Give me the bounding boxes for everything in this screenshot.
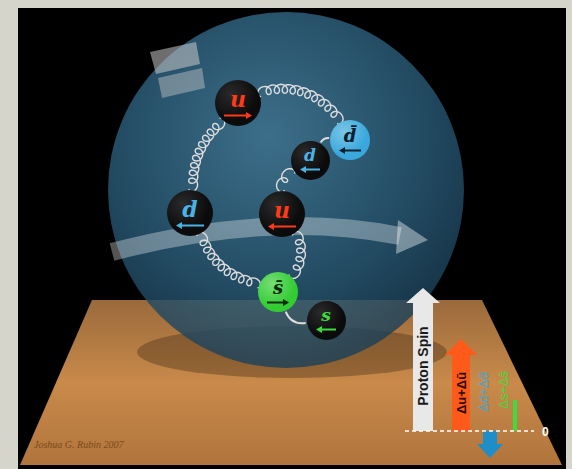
up-quark-arrowhead	[445, 339, 477, 355]
proton-spin-arrowhead	[406, 288, 440, 303]
spin-label: Δs+Δs̄	[497, 371, 510, 409]
spin-arrow	[339, 147, 361, 154]
quark-circle: d	[167, 190, 213, 236]
quark-circle: d̄	[330, 120, 370, 160]
quark-label: s̄	[273, 279, 283, 297]
quark-label: u	[274, 199, 290, 221]
quark-circle: d	[291, 141, 330, 180]
down-quark-arrowhead	[477, 444, 503, 458]
gluon-spring	[258, 84, 343, 124]
rotation-arrowhead	[396, 220, 428, 254]
quark-circle: u	[215, 80, 261, 126]
rotation-band	[112, 226, 400, 252]
up-quark-arrow	[452, 354, 470, 431]
quark-label: d	[304, 147, 316, 164]
gluon-spring	[277, 169, 296, 192]
spin-arrow	[176, 222, 204, 229]
quark-label: u	[230, 88, 246, 110]
spin-label: Δu+Δū	[455, 372, 468, 414]
quark-circle: s̄	[258, 272, 298, 312]
gluon-spring	[197, 232, 260, 288]
gluon-spring	[289, 231, 306, 278]
spin-arrow	[224, 112, 252, 119]
spin-arrow	[268, 223, 296, 230]
quark-label: s	[321, 307, 331, 324]
sphere-highlight	[158, 68, 205, 98]
spin-arrow	[316, 326, 336, 333]
proton-sphere	[108, 12, 464, 368]
black-panel	[18, 8, 566, 469]
strange-quark-bar	[513, 400, 517, 431]
proton-spin-arrow	[413, 302, 433, 431]
axis-label: 0	[542, 426, 549, 438]
spin-arrow	[300, 166, 320, 173]
quark-circle: s	[307, 301, 346, 340]
watermark: Joshua G. Rubin 2007	[34, 440, 123, 450]
spin-arrow	[267, 299, 289, 306]
spin-label: Proton Spin	[416, 326, 430, 405]
quark-label: d	[182, 198, 197, 220]
sphere-highlight	[150, 42, 200, 74]
spin-label: Δd+Δd̄	[477, 372, 490, 411]
zero-line	[405, 430, 534, 432]
gluon-spring	[189, 118, 225, 192]
down-quark-arrow	[483, 431, 497, 445]
sea-quark-loop	[321, 138, 329, 143]
sea-quark-loop	[286, 312, 306, 324]
quark-circle: u	[259, 191, 305, 237]
quark-label: d̄	[344, 127, 357, 145]
